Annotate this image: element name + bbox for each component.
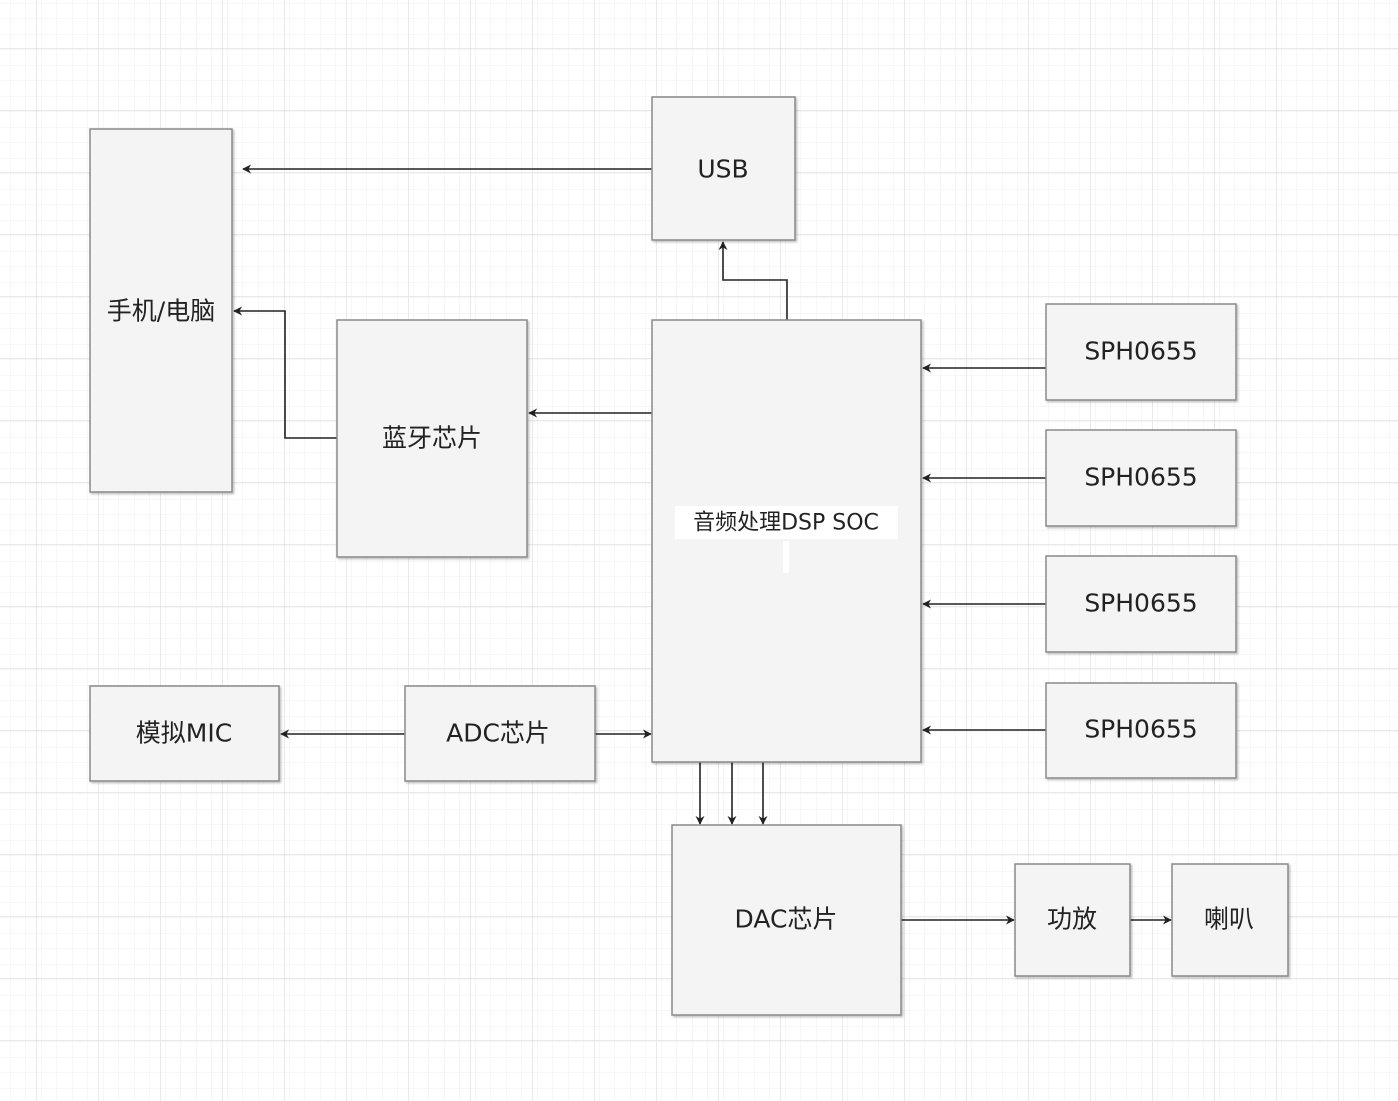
node-label: 喇叭 xyxy=(1204,905,1254,934)
node-analog-mic[interactable]: 模拟MIC xyxy=(89,685,280,782)
edges xyxy=(233,164,1172,925)
node-label: SPH0655 xyxy=(1084,715,1197,744)
node-sph0655-4[interactable]: SPH0655 xyxy=(1045,682,1237,779)
edge-dsp-to-usb xyxy=(718,241,788,320)
node-label: SPH0655 xyxy=(1084,589,1197,618)
node-label: USB xyxy=(697,155,748,184)
node-sph0655-2[interactable]: SPH0655 xyxy=(1045,429,1237,527)
node-label: DAC芯片 xyxy=(735,905,838,934)
node-adc[interactable]: ADC芯片 xyxy=(404,685,596,782)
node-label: 音频处理DSP SOC xyxy=(693,511,879,536)
node-dac[interactable]: DAC芯片 xyxy=(671,824,902,1016)
node-label: 蓝牙芯片 xyxy=(382,424,482,453)
node-usb[interactable]: USB xyxy=(651,96,796,241)
node-label: 模拟MIC xyxy=(136,719,232,748)
node-sph0655-3[interactable]: SPH0655 xyxy=(1045,555,1237,653)
node-label: 手机/电脑 xyxy=(107,297,215,326)
node-label: 功放 xyxy=(1047,905,1097,934)
node-dsp-soc[interactable]: 音频处理DSP SOC xyxy=(651,319,922,763)
node-amplifier[interactable]: 功放 xyxy=(1014,863,1131,977)
node-phone-pc[interactable]: 手机/电脑 xyxy=(89,128,233,493)
node-bluetooth[interactable]: 蓝牙芯片 xyxy=(336,319,528,558)
node-speaker[interactable]: 喇叭 xyxy=(1171,863,1289,977)
node-sph0655-1[interactable]: SPH0655 xyxy=(1045,303,1237,401)
edge-bluetooth-to-phone xyxy=(233,306,337,439)
node-label: SPH0655 xyxy=(1084,337,1197,366)
node-label: SPH0655 xyxy=(1084,463,1197,492)
node-label: ADC芯片 xyxy=(446,719,550,748)
